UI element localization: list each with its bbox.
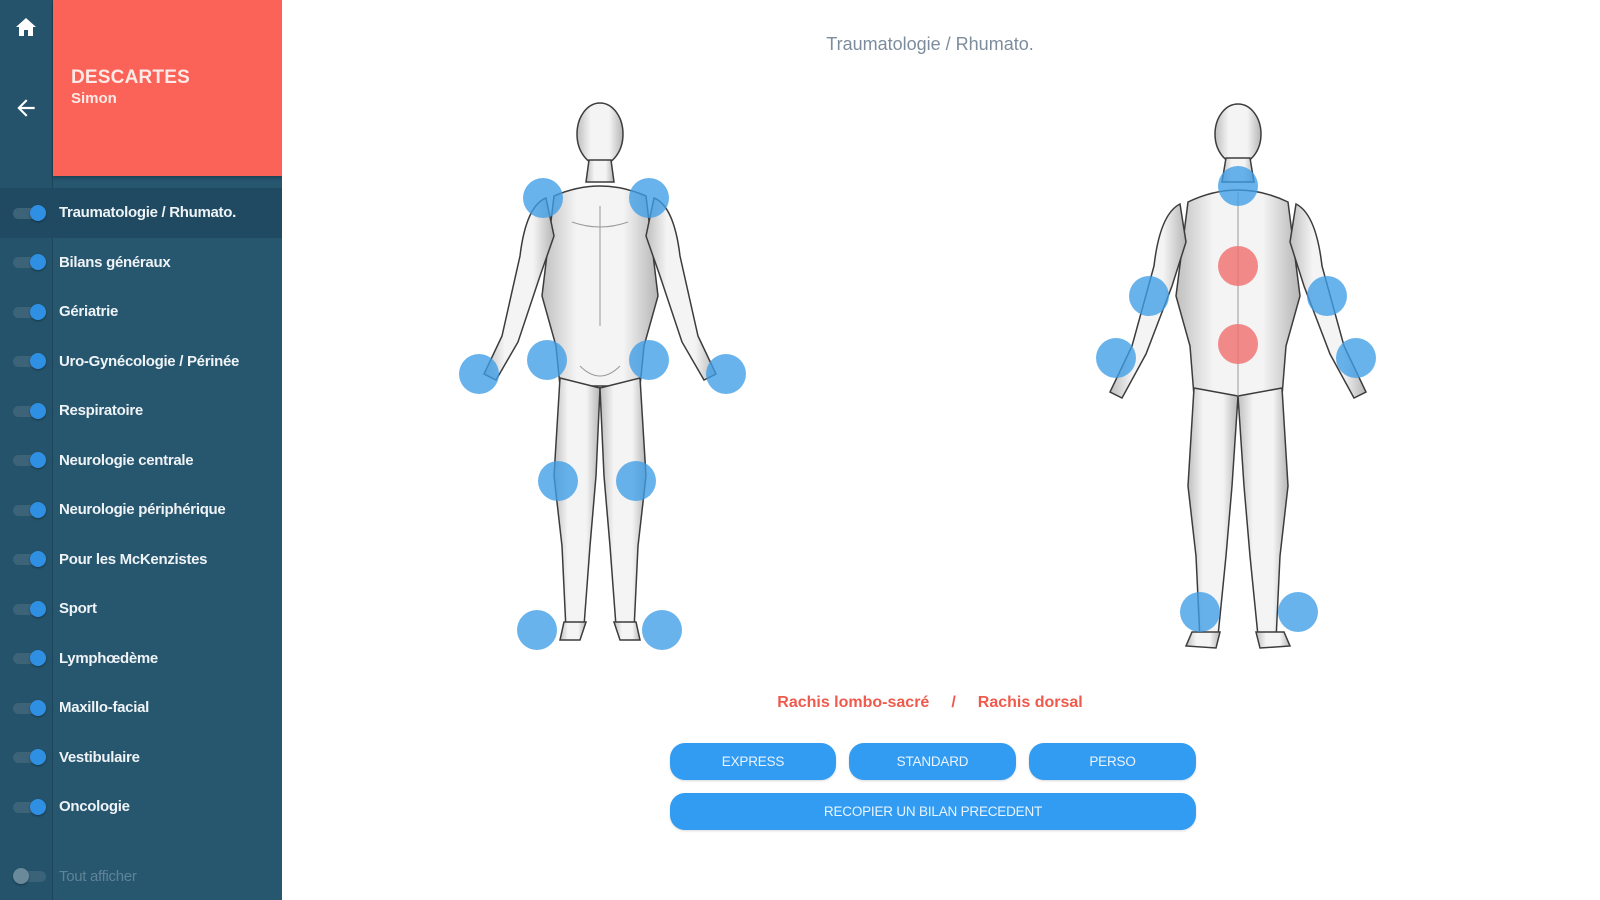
menu-item-uro-gynecologie[interactable]: Uro-Gynécologie / Périnée <box>0 337 282 387</box>
toggle-switch[interactable] <box>13 204 46 221</box>
show-all-label: Tout afficher <box>59 867 137 885</box>
menu-item-neurologie-centrale[interactable]: Neurologie centrale <box>0 436 282 486</box>
patient-first-name: Simon <box>71 90 117 107</box>
menu-item-label: Bilans généraux <box>59 253 171 271</box>
toggle-switch[interactable] <box>13 501 46 518</box>
menu-item-oncologie[interactable]: Oncologie <box>0 782 282 832</box>
joint-right-wrist[interactable] <box>1336 338 1376 378</box>
joint-right-elbow[interactable] <box>1307 276 1347 316</box>
joint-right-ankle[interactable] <box>1278 592 1318 632</box>
menu-item-maxillo-facial[interactable]: Maxillo-facial <box>0 683 282 733</box>
menu-item-label: Neurologie centrale <box>59 451 194 469</box>
main-content: Traumatologie / Rhumato. <box>282 0 1600 900</box>
joint-left-hip[interactable] <box>527 340 567 380</box>
body-back-view <box>1088 96 1408 676</box>
patient-last-name: DESCARTES <box>71 67 190 88</box>
joint-left-ankle[interactable] <box>1180 592 1220 632</box>
joint-right-hip[interactable] <box>629 340 669 380</box>
joint-left-ankle[interactable] <box>517 610 557 650</box>
toggle-switch[interactable] <box>13 798 46 815</box>
menu-item-vestibulaire[interactable]: Vestibulaire <box>0 733 282 783</box>
page-title: Traumatologie / Rhumato. <box>826 34 1034 54</box>
selection-separator: / <box>951 694 956 711</box>
show-all-toggle[interactable] <box>13 868 46 884</box>
joint-cervical-spine[interactable] <box>1218 166 1258 206</box>
selected-region-dorsal[interactable]: Rachis dorsal <box>977 694 1083 711</box>
toggle-switch[interactable] <box>13 452 46 469</box>
toggle-switch[interactable] <box>13 254 46 271</box>
joint-right-shoulder[interactable] <box>629 178 669 218</box>
joint-left-shoulder[interactable] <box>523 178 563 218</box>
joint-left-wrist[interactable] <box>1096 338 1136 378</box>
menu-item-respiratoire[interactable]: Respiratoire <box>0 386 282 436</box>
sidebar: DESCARTES Simon Traumatologie / Rhumato.… <box>0 0 282 900</box>
joint-right-wrist[interactable] <box>706 354 746 394</box>
express-button[interactable]: EXPRESS <box>670 743 836 780</box>
back-button[interactable] <box>8 90 44 126</box>
joint-dorsal-spine-selected[interactable] <box>1218 246 1258 286</box>
toggle-switch[interactable] <box>13 402 46 419</box>
menu-item-label: Oncologie <box>59 798 130 816</box>
menu-item-label: Neurologie périphérique <box>59 501 226 519</box>
body-front-view <box>459 96 782 676</box>
menu-item-bilans-generaux[interactable]: Bilans généraux <box>0 238 282 288</box>
home-button[interactable] <box>8 9 44 45</box>
joint-right-knee[interactable] <box>616 461 656 501</box>
menu-item-traumatologie[interactable]: Traumatologie / Rhumato. <box>0 188 282 238</box>
menu-item-lymphoedeme[interactable]: Lymphœdème <box>0 634 282 684</box>
joint-left-elbow[interactable] <box>1129 276 1169 316</box>
menu-item-label: Maxillo-facial <box>59 699 149 717</box>
toggle-switch[interactable] <box>13 749 46 766</box>
show-all-toggle-row[interactable]: Tout afficher <box>0 858 282 894</box>
selected-regions: Rachis lombo-sacré / Rachis dorsal <box>282 694 1578 712</box>
menu-item-label: Uro-Gynécologie / Périnée <box>59 352 240 370</box>
arrow-left-icon <box>17 99 35 117</box>
icon-rail <box>0 0 53 900</box>
toggle-switch[interactable] <box>13 650 46 667</box>
menu-item-sport[interactable]: Sport <box>0 584 282 634</box>
perso-button[interactable]: PERSO <box>1029 743 1196 780</box>
menu-item-label: Gériatrie <box>59 303 118 321</box>
human-body-front-icon <box>483 102 717 641</box>
menu-item-label: Lymphœdème <box>59 649 158 667</box>
menu-item-neurologie-peripherique[interactable]: Neurologie périphérique <box>0 485 282 535</box>
toggle-switch[interactable] <box>13 353 46 370</box>
toggle-switch[interactable] <box>13 551 46 568</box>
copy-previous-assessment-button[interactable]: RECOPIER UN BILAN PRECEDENT <box>670 793 1196 830</box>
toggle-switch[interactable] <box>13 699 46 716</box>
selected-region-lombo-sacre[interactable]: Rachis lombo-sacré <box>777 694 930 711</box>
menu-item-label: Respiratoire <box>59 402 143 420</box>
patient-header: DESCARTES Simon <box>53 0 282 176</box>
specialty-menu: Traumatologie / Rhumato. Bilans généraux… <box>0 188 282 832</box>
toggle-switch[interactable] <box>13 303 46 320</box>
menu-item-mckenzistes[interactable]: Pour les McKenzistes <box>0 535 282 585</box>
standard-button[interactable]: STANDARD <box>849 743 1016 780</box>
joint-right-ankle[interactable] <box>642 610 682 650</box>
menu-item-label: Sport <box>59 600 97 618</box>
menu-item-label: Vestibulaire <box>59 748 140 766</box>
joint-lumbosacral-spine-selected[interactable] <box>1218 324 1258 364</box>
joint-left-knee[interactable] <box>538 461 578 501</box>
menu-item-label: Pour les McKenzistes <box>59 550 208 568</box>
menu-item-label: Traumatologie / Rhumato. <box>59 204 236 222</box>
joint-left-wrist[interactable] <box>459 354 499 394</box>
toggle-switch[interactable] <box>13 600 46 617</box>
home-icon <box>16 18 36 36</box>
menu-item-geriatrie[interactable]: Gériatrie <box>0 287 282 337</box>
